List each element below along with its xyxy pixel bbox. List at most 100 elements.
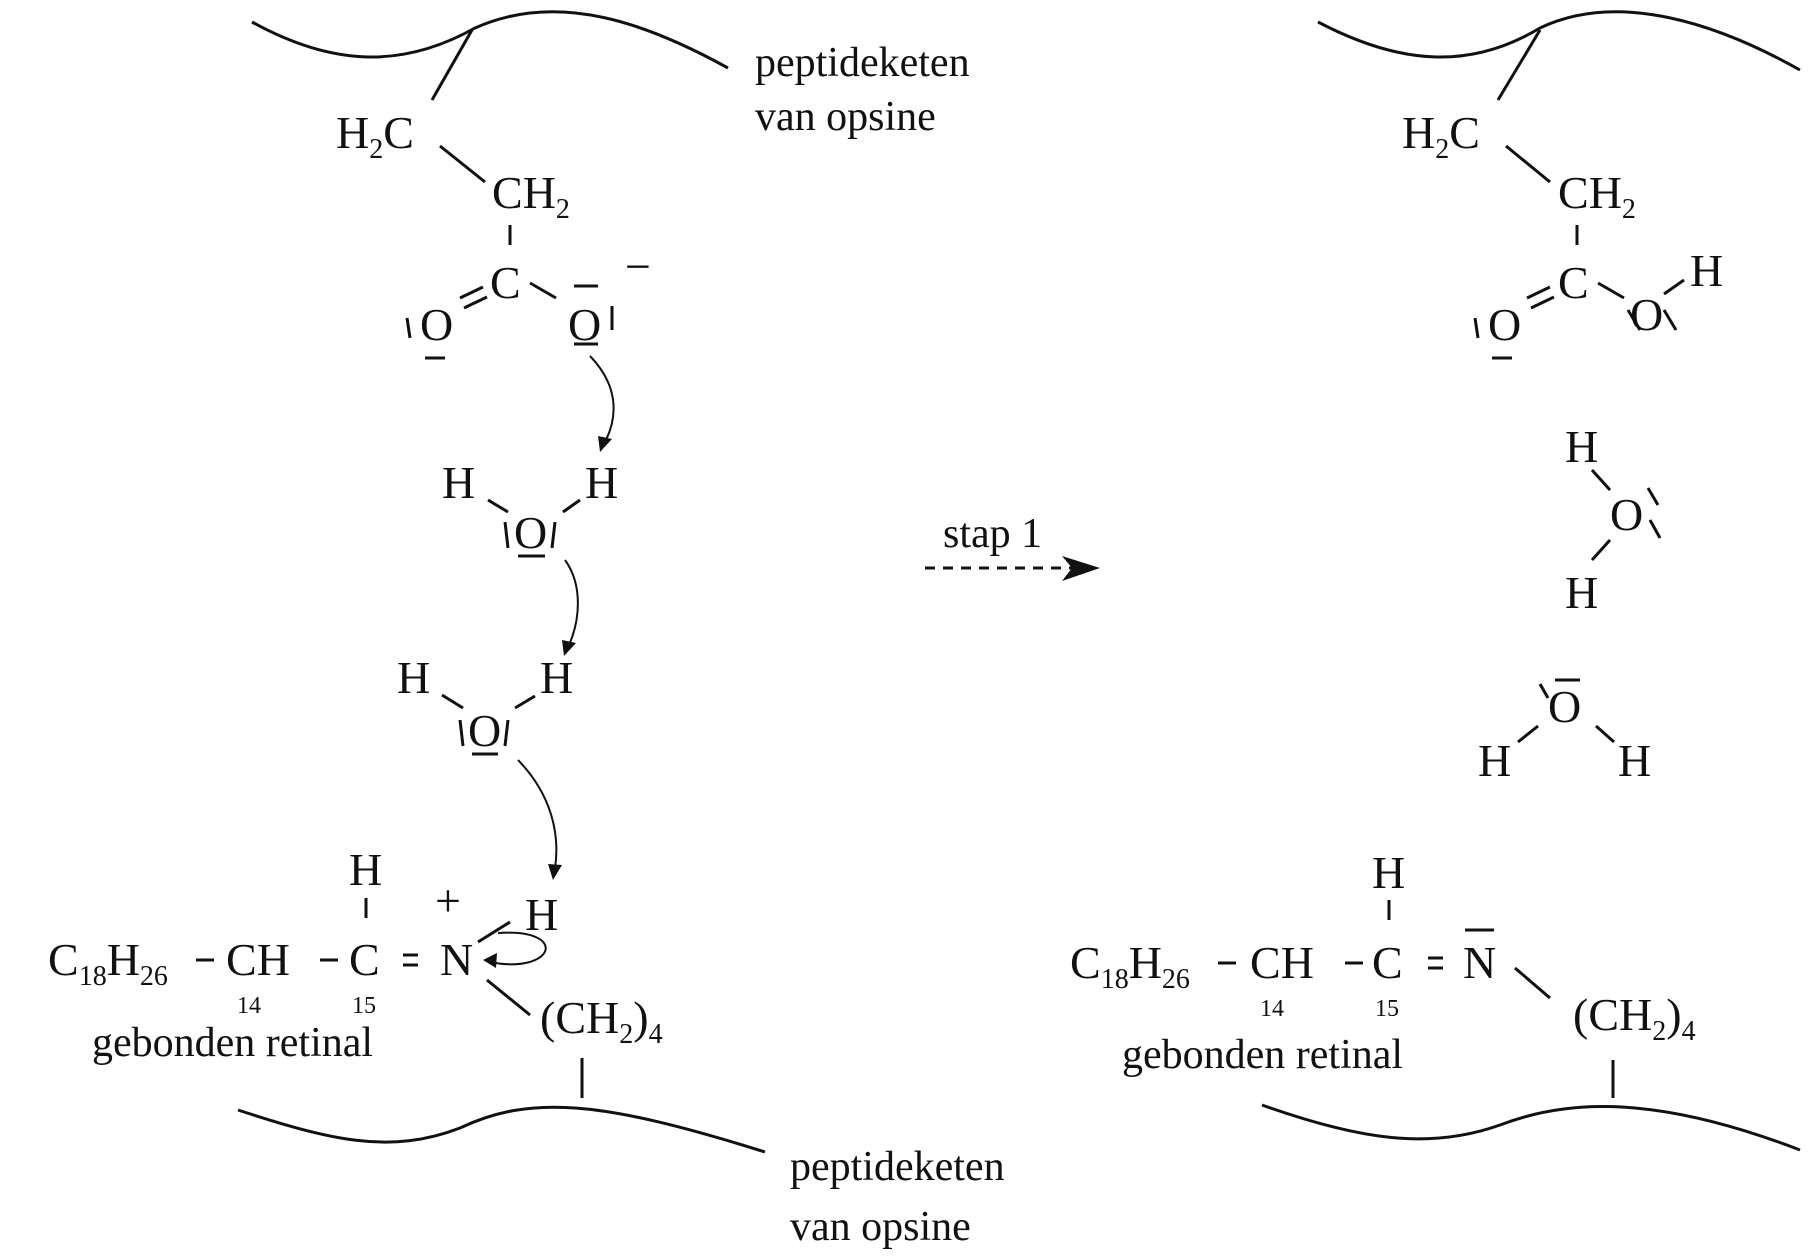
carbon-number-14-right: 14 <box>1260 996 1284 1022</box>
lone-pair-water3-right-top <box>1646 487 1660 506</box>
carboxyl-carbon-right: C <box>1558 257 1589 308</box>
ch14-group-right: CH <box>1250 937 1314 988</box>
bond-water1-h-o-left <box>487 498 509 514</box>
h-on-c15-right: H <box>1372 847 1405 898</box>
bound-retinal-label-left: gebonden retinal <box>92 1020 373 1066</box>
double-bond-co-left-1 <box>459 285 484 300</box>
double-bond-co-right-1 <box>1526 285 1551 300</box>
bond-n-h-left <box>477 920 511 944</box>
bond-chain-h2c-right <box>1496 29 1542 101</box>
bond-n-ch2-chain-right <box>1514 966 1551 1000</box>
carbon-number-15-right: 15 <box>1375 996 1399 1022</box>
lone-pair-water1-right <box>550 521 557 549</box>
peptide-label-left-top-line2: van opsine <box>755 94 936 140</box>
bond-h2c-ch2-right <box>1505 144 1551 184</box>
retinal-formula-right: C18H26 <box>1070 937 1190 995</box>
water2-h-left: H <box>397 652 430 703</box>
bond-c-o-minus-left <box>529 281 557 300</box>
electron-arrow-4 <box>489 931 547 966</box>
bond-n-ch2-chain-left <box>486 978 531 1017</box>
electron-arrow-2 <box>564 559 579 646</box>
peptide-chain-curve-left-bottom <box>237 1105 766 1154</box>
arrow-head-2 <box>562 640 576 656</box>
water4-oxygen: O <box>1548 681 1581 732</box>
left-reactants: peptideketen van opsine H2C CH2 C − O O … <box>48 10 1005 1250</box>
bond-c-oh-right <box>1597 281 1625 300</box>
water4-h-right: H <box>1618 735 1651 786</box>
step-arrow-head <box>1062 556 1100 581</box>
lone-pair-hydroxyl-left <box>1626 309 1642 331</box>
water3-h-top: H <box>1565 421 1598 472</box>
carboxylate-carbon-left: C <box>490 257 521 308</box>
peptide-chain-curve-right-bottom <box>1261 1103 1801 1152</box>
right-products: H2C CH2 C O O H H O H O H H C18H26 <box>1070 10 1801 1152</box>
arrow-head-3 <box>548 864 562 880</box>
carbonyl-oxygen-left: O <box>420 299 453 350</box>
bound-retinal-label-right: gebonden retinal <box>1122 1032 1403 1078</box>
nitrogen-left: N <box>440 934 473 985</box>
lone-pair-carbonyl-left-side <box>405 317 412 339</box>
h-on-c15-left: H <box>349 844 382 895</box>
carboxylate-charge-minus: − <box>625 241 651 292</box>
bond-o-h-right <box>1663 278 1685 296</box>
peptide-chain-curve-left-top <box>251 10 729 70</box>
bond-water3-h-top <box>1590 468 1612 492</box>
nitrogen-right: N <box>1463 937 1496 988</box>
bond-water2-h-o-right <box>514 694 536 710</box>
step-arrow-group: stap 1 <box>925 511 1100 581</box>
water4-h-left: H <box>1478 735 1511 786</box>
h2c-group-left: H2C <box>336 107 414 165</box>
h2c-group-right: H2C <box>1402 107 1480 165</box>
water1-h-left: H <box>442 457 475 508</box>
carbon-number-14-left: 14 <box>237 993 261 1019</box>
lone-pair-water1-left <box>503 521 510 549</box>
lone-pair-water2-right <box>503 719 510 747</box>
double-bond-co-left-2 <box>463 295 488 310</box>
bond-water4-h-right <box>1595 724 1615 744</box>
electron-arrow-3 <box>517 759 558 869</box>
bond-water1-h-o-right <box>562 498 581 514</box>
arrow-head-1 <box>598 436 612 452</box>
arrow-head-4 <box>483 953 497 968</box>
ch2-4-chain-right: (CH2)4 <box>1573 989 1696 1047</box>
oxide-oxygen-left: O <box>568 299 601 350</box>
lone-pair-water4-left <box>1538 683 1550 699</box>
ch2-4-chain-left: (CH2)4 <box>540 992 663 1050</box>
peptide-label-left-top-line1: peptideketen <box>755 40 970 86</box>
ch2-group-left: CH2 <box>492 167 570 225</box>
peptide-label-left-bottom-line1: peptideketen <box>790 1144 1005 1190</box>
hydroxyl-h-right: H <box>1690 245 1723 296</box>
water1-oxygen: O <box>514 507 547 558</box>
retinal-formula-left: C18H26 <box>48 934 168 992</box>
peptide-chain-curve-right-top <box>1317 10 1801 72</box>
water3-oxygen: O <box>1610 489 1643 540</box>
bond-h2c-ch2-left <box>439 144 486 184</box>
lone-pair-carbonyl-right-side <box>1473 317 1480 339</box>
ch14-group-left: CH <box>226 934 290 985</box>
lone-pair-hydroxyl-right <box>1662 309 1678 331</box>
step-label: stap 1 <box>943 511 1042 557</box>
electron-arrow-1 <box>589 355 615 441</box>
water2-oxygen: O <box>468 705 501 756</box>
water1-h-right: H <box>585 457 618 508</box>
water2-h-right: H <box>540 652 573 703</box>
carbonyl-oxygen-right: O <box>1488 299 1521 350</box>
plus-charge-nitrogen: + <box>435 875 461 926</box>
bond-chain-h2c-left <box>430 29 474 101</box>
carbon-number-15-left: 15 <box>352 993 376 1019</box>
ch2-group-right: CH2 <box>1558 167 1636 225</box>
bond-water4-h-left <box>1517 724 1539 744</box>
c15-carbon-left: C <box>349 934 380 985</box>
water3-h-bottom: H <box>1565 567 1598 618</box>
bond-water3-h-bottom <box>1590 538 1612 562</box>
h-on-nitrogen-left: H <box>525 889 558 940</box>
c15-carbon-right: C <box>1372 937 1403 988</box>
bond-water2-h-o-left <box>441 693 464 710</box>
hydroxyl-oxygen-right: O <box>1630 289 1663 340</box>
peptide-label-left-bottom-line2: van opsine <box>790 1204 971 1250</box>
lone-pair-water2-left <box>458 719 465 747</box>
double-bond-co-right-2 <box>1530 295 1555 310</box>
lone-pair-water3-right-bottom <box>1648 519 1662 539</box>
